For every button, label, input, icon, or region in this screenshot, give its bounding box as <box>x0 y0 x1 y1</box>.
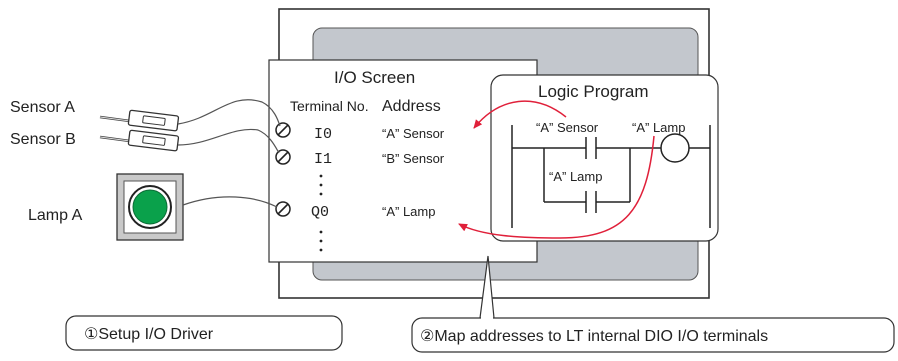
address-b-sensor: “B” Sensor <box>382 151 445 166</box>
terminal-q0: Q0 <box>311 204 329 221</box>
wire-lamp-a <box>182 196 278 208</box>
terminal-screw-i1 <box>275 149 291 165</box>
arrow-sensor-mapping <box>473 100 567 129</box>
step2-label: ②Map addresses to LT internal DIO I/O te… <box>420 328 768 345</box>
contact-a-lamp-label: “A” Lamp <box>549 169 602 184</box>
sensor-a-icon <box>99 109 180 132</box>
logic-program-title: Logic Program <box>538 82 649 101</box>
ladder-diagram <box>511 125 711 228</box>
header-terminal-no: Terminal No. <box>290 98 369 114</box>
step2-pointer <box>479 255 495 319</box>
lamp-a-label: Lamp A <box>28 207 83 224</box>
header-address: Address <box>382 98 441 115</box>
step2-callout-box <box>411 317 895 353</box>
step1-label: ①Setup I/O Driver <box>84 326 214 343</box>
lamp-a-icon <box>116 173 184 241</box>
logic-program-box <box>490 74 719 242</box>
wire-sensor-b <box>177 128 280 154</box>
ellipsis-dots-lower <box>319 230 323 252</box>
sensor-a-label: Sensor A <box>10 99 75 116</box>
coil-a-lamp-label: “A” Lamp <box>632 120 685 135</box>
terminal-i1: I1 <box>314 151 332 168</box>
address-a-lamp: “A” Lamp <box>382 204 435 219</box>
terminal-screw-i0 <box>275 122 291 138</box>
ellipsis-dots-upper <box>319 174 323 196</box>
arrow-lamp-mapping <box>458 135 655 239</box>
terminal-screw-q0 <box>275 201 291 217</box>
io-screen-title: I/O Screen <box>334 68 415 87</box>
sensor-b-label: Sensor B <box>10 131 76 148</box>
wire-sensor-a <box>177 99 281 127</box>
terminal-i0: I0 <box>314 126 332 143</box>
sensor-b-icon <box>99 129 180 152</box>
step1-callout-box <box>65 315 343 351</box>
contact-a-sensor-label: “A” Sensor <box>536 120 599 135</box>
address-a-sensor: “A” Sensor <box>382 126 445 141</box>
